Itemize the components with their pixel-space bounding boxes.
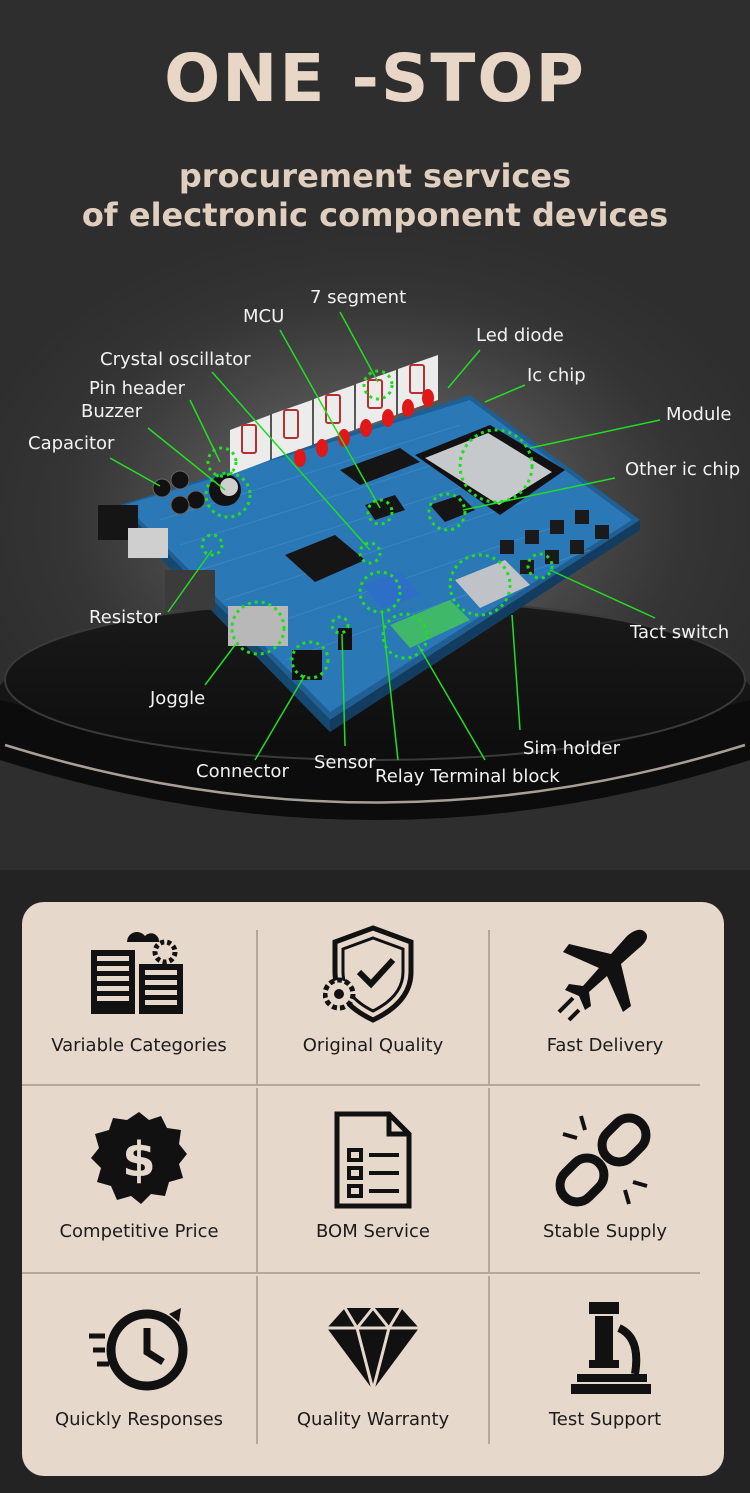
subtitle-line-1: procurement services [178, 157, 572, 195]
mcu-chip [285, 535, 365, 582]
serial-port [165, 570, 215, 610]
service-label: Quality Warranty [296, 1409, 450, 1430]
divider [22, 1084, 700, 1086]
service-label: Competitive Price [59, 1221, 219, 1242]
divider [256, 1276, 258, 1444]
divider [488, 1276, 490, 1444]
dollar-badge-icon: $ [91, 1112, 187, 1204]
hero-section: ONE -STOP procurement services of electr… [0, 0, 750, 870]
pcb-board [98, 311, 661, 761]
relay [362, 572, 420, 608]
label-sensor: Sensor [314, 752, 376, 773]
svg-text:$: $ [122, 1132, 155, 1188]
diamond-icon [327, 1305, 419, 1391]
label-relay-terminal-block: Relay Terminal block [375, 766, 560, 787]
led-row [294, 389, 434, 467]
services-section: Variable Categories Original Quality Fas… [0, 870, 750, 1493]
label-mcu: MCU [243, 306, 285, 327]
service-variable-categories: Variable Categories [22, 902, 256, 1092]
page-title: ONE -STOP [164, 40, 586, 117]
service-competitive-price: $ Competitive Price [22, 1088, 256, 1278]
label-joggle: Joggle [150, 688, 206, 709]
fast-clock-icon [89, 1308, 188, 1391]
service-test-support: Test Support [488, 1276, 722, 1466]
divider [256, 930, 258, 1084]
label-led-diode: Led diode [476, 325, 564, 346]
label-pin-header: Pin header [89, 378, 186, 399]
label-sim-holder: Sim holder [523, 738, 621, 759]
label-buzzer: Buzzer [81, 401, 143, 422]
label-crystal-oscillator: Crystal oscillator [100, 349, 251, 370]
label-resistor: Resistor [89, 607, 161, 628]
circuit-board-illustration [0, 270, 750, 820]
divider [488, 1088, 490, 1272]
label-tact-switch: Tact switch [630, 622, 730, 643]
leader-lines [109, 311, 661, 761]
service-bom: BOM Service [256, 1088, 490, 1278]
usb-port [128, 528, 168, 558]
microscope-icon [571, 1302, 651, 1394]
divider [256, 1088, 258, 1272]
label-7-segment: 7 segment [310, 287, 407, 308]
highlight-rings [200, 369, 554, 680]
server-cloud-icon [91, 932, 183, 1014]
service-label: Fast Delivery [546, 1035, 664, 1056]
terminal-block [390, 600, 470, 648]
service-quality-warranty: Quality Warranty [256, 1276, 490, 1466]
label-capacitor: Capacitor [28, 433, 115, 454]
service-label: BOM Service [316, 1221, 430, 1242]
service-label: Original Quality [302, 1035, 444, 1056]
checklist-document-icon [334, 1111, 412, 1209]
service-label: Stable Supply [542, 1221, 668, 1242]
service-original-quality: Original Quality [256, 902, 490, 1092]
shield-check-gear-icon [323, 925, 414, 1023]
subtitle-line-2: of electronic component devices [81, 196, 669, 234]
divider [488, 930, 490, 1084]
service-label: Variable Categories [51, 1035, 227, 1056]
service-label: Test Support [548, 1409, 662, 1430]
service-quickly-responses: Quickly Responses [22, 1276, 256, 1466]
label-module: Module [666, 404, 732, 425]
service-fast-delivery: Fast Delivery [488, 902, 722, 1092]
service-label: Quickly Responses [54, 1409, 224, 1430]
airplane-icon [557, 929, 647, 1022]
label-connector: Connector [196, 761, 289, 782]
label-other-ic-chip: Other ic chip [625, 459, 741, 480]
divider [22, 1272, 700, 1274]
label-ic-chip: Ic chip [527, 365, 586, 386]
sim-holder [455, 560, 530, 608]
chain-link-icon [555, 1113, 651, 1207]
services-panel: Variable Categories Original Quality Fas… [22, 902, 724, 1476]
service-stable-supply: Stable Supply [488, 1088, 722, 1278]
